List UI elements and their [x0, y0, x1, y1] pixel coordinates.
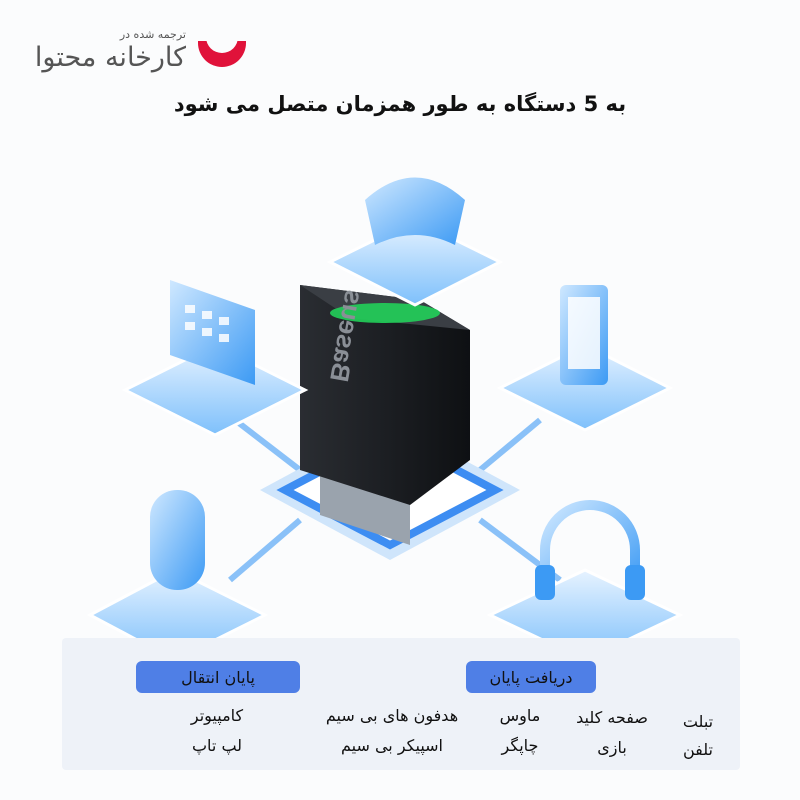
gamepad-platform [326, 177, 504, 307]
headline: به 5 دستگاه به طور همزمان متصل می شود [173, 92, 627, 116]
device-categories-panel: پایان انتقال دریافت پایان کامپیوتر لپ تا… [62, 638, 740, 770]
receive-item: چاپگر [501, 736, 539, 755]
product-illustration: Baseus [86, 177, 684, 640]
computer-platform [121, 280, 309, 437]
transmit-end-tag: پایان انتقال [136, 661, 300, 693]
receive-item: ماوس [499, 706, 541, 725]
receive-item: تبلت [682, 712, 714, 731]
phone-platform [496, 285, 674, 432]
brand-logo: ترجمه شده در کارخانه محتوا [20, 28, 260, 88]
transmit-item: کامپیوتر [190, 706, 244, 725]
logo-subtitle: ترجمه شده در [119, 28, 186, 41]
transmit-item: لپ تاپ [191, 736, 243, 755]
gamepad-icon [365, 177, 465, 245]
headphones-icon [540, 500, 640, 590]
receive-item: تلفن [682, 740, 714, 759]
headphone-platform [486, 500, 684, 640]
status-led [330, 303, 440, 323]
receive-item: اسپیکر بی سیم [340, 736, 443, 755]
usb-dongle: Baseus [300, 285, 470, 545]
logo-smile-icon [198, 35, 246, 67]
mouse-icon [150, 490, 205, 590]
receive-item: بازی [597, 738, 627, 757]
receive-item: صفحه کلید [576, 708, 648, 727]
receive-item: هدفون های بی سیم [325, 706, 459, 725]
receive-end-tag: دریافت پایان [466, 661, 596, 693]
mouse-platform [86, 490, 269, 640]
logo-name: کارخانه محتوا [34, 42, 187, 73]
